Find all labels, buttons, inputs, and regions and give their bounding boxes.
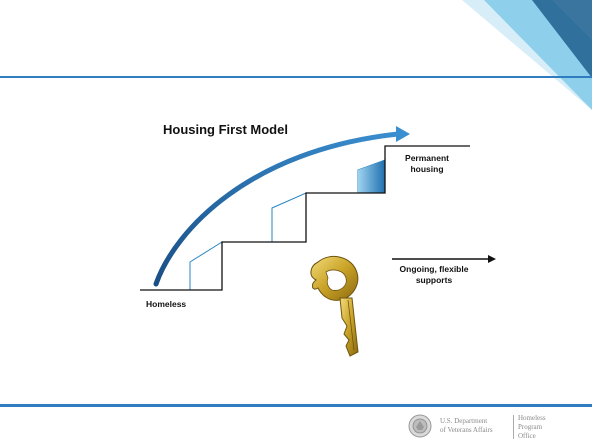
footer-divider xyxy=(0,404,592,407)
staircase xyxy=(140,145,470,291)
permanent-housing-line2: housing xyxy=(410,164,444,174)
footer: U.S. Department of Veterans Affairs Home… xyxy=(0,407,592,446)
hpo-line2: Program xyxy=(518,423,543,431)
homeless-label: Homeless xyxy=(146,299,187,309)
supports-arrowhead xyxy=(488,255,496,263)
va-line1: U.S. Department xyxy=(440,417,488,425)
corner-decoration xyxy=(462,0,592,110)
supports-label: Ongoing, flexible supports xyxy=(384,264,484,286)
permanent-housing-line1: Permanent xyxy=(405,153,449,163)
footer-vertical-divider xyxy=(513,415,514,439)
top-step-fill xyxy=(358,160,385,193)
supports-line2: supports xyxy=(415,275,453,285)
key-icon xyxy=(310,255,359,357)
hpo-line1: Homeless xyxy=(518,414,546,422)
hpo-text: Homeless Program Office xyxy=(518,414,546,442)
permanent-housing-label: Permanent housing xyxy=(402,153,452,175)
supports-line1: Ongoing, flexible xyxy=(399,264,469,274)
va-line2: of Veterans Affairs xyxy=(440,426,493,434)
diagram-title: Housing First Model xyxy=(163,122,288,137)
header-divider xyxy=(0,76,592,78)
hpo-line3: Office xyxy=(518,432,536,440)
progress-arrowhead xyxy=(396,126,410,142)
va-seal-icon xyxy=(408,414,432,438)
progress-arrow xyxy=(153,131,401,287)
va-department-text: U.S. Department of Veterans Affairs xyxy=(440,417,493,435)
